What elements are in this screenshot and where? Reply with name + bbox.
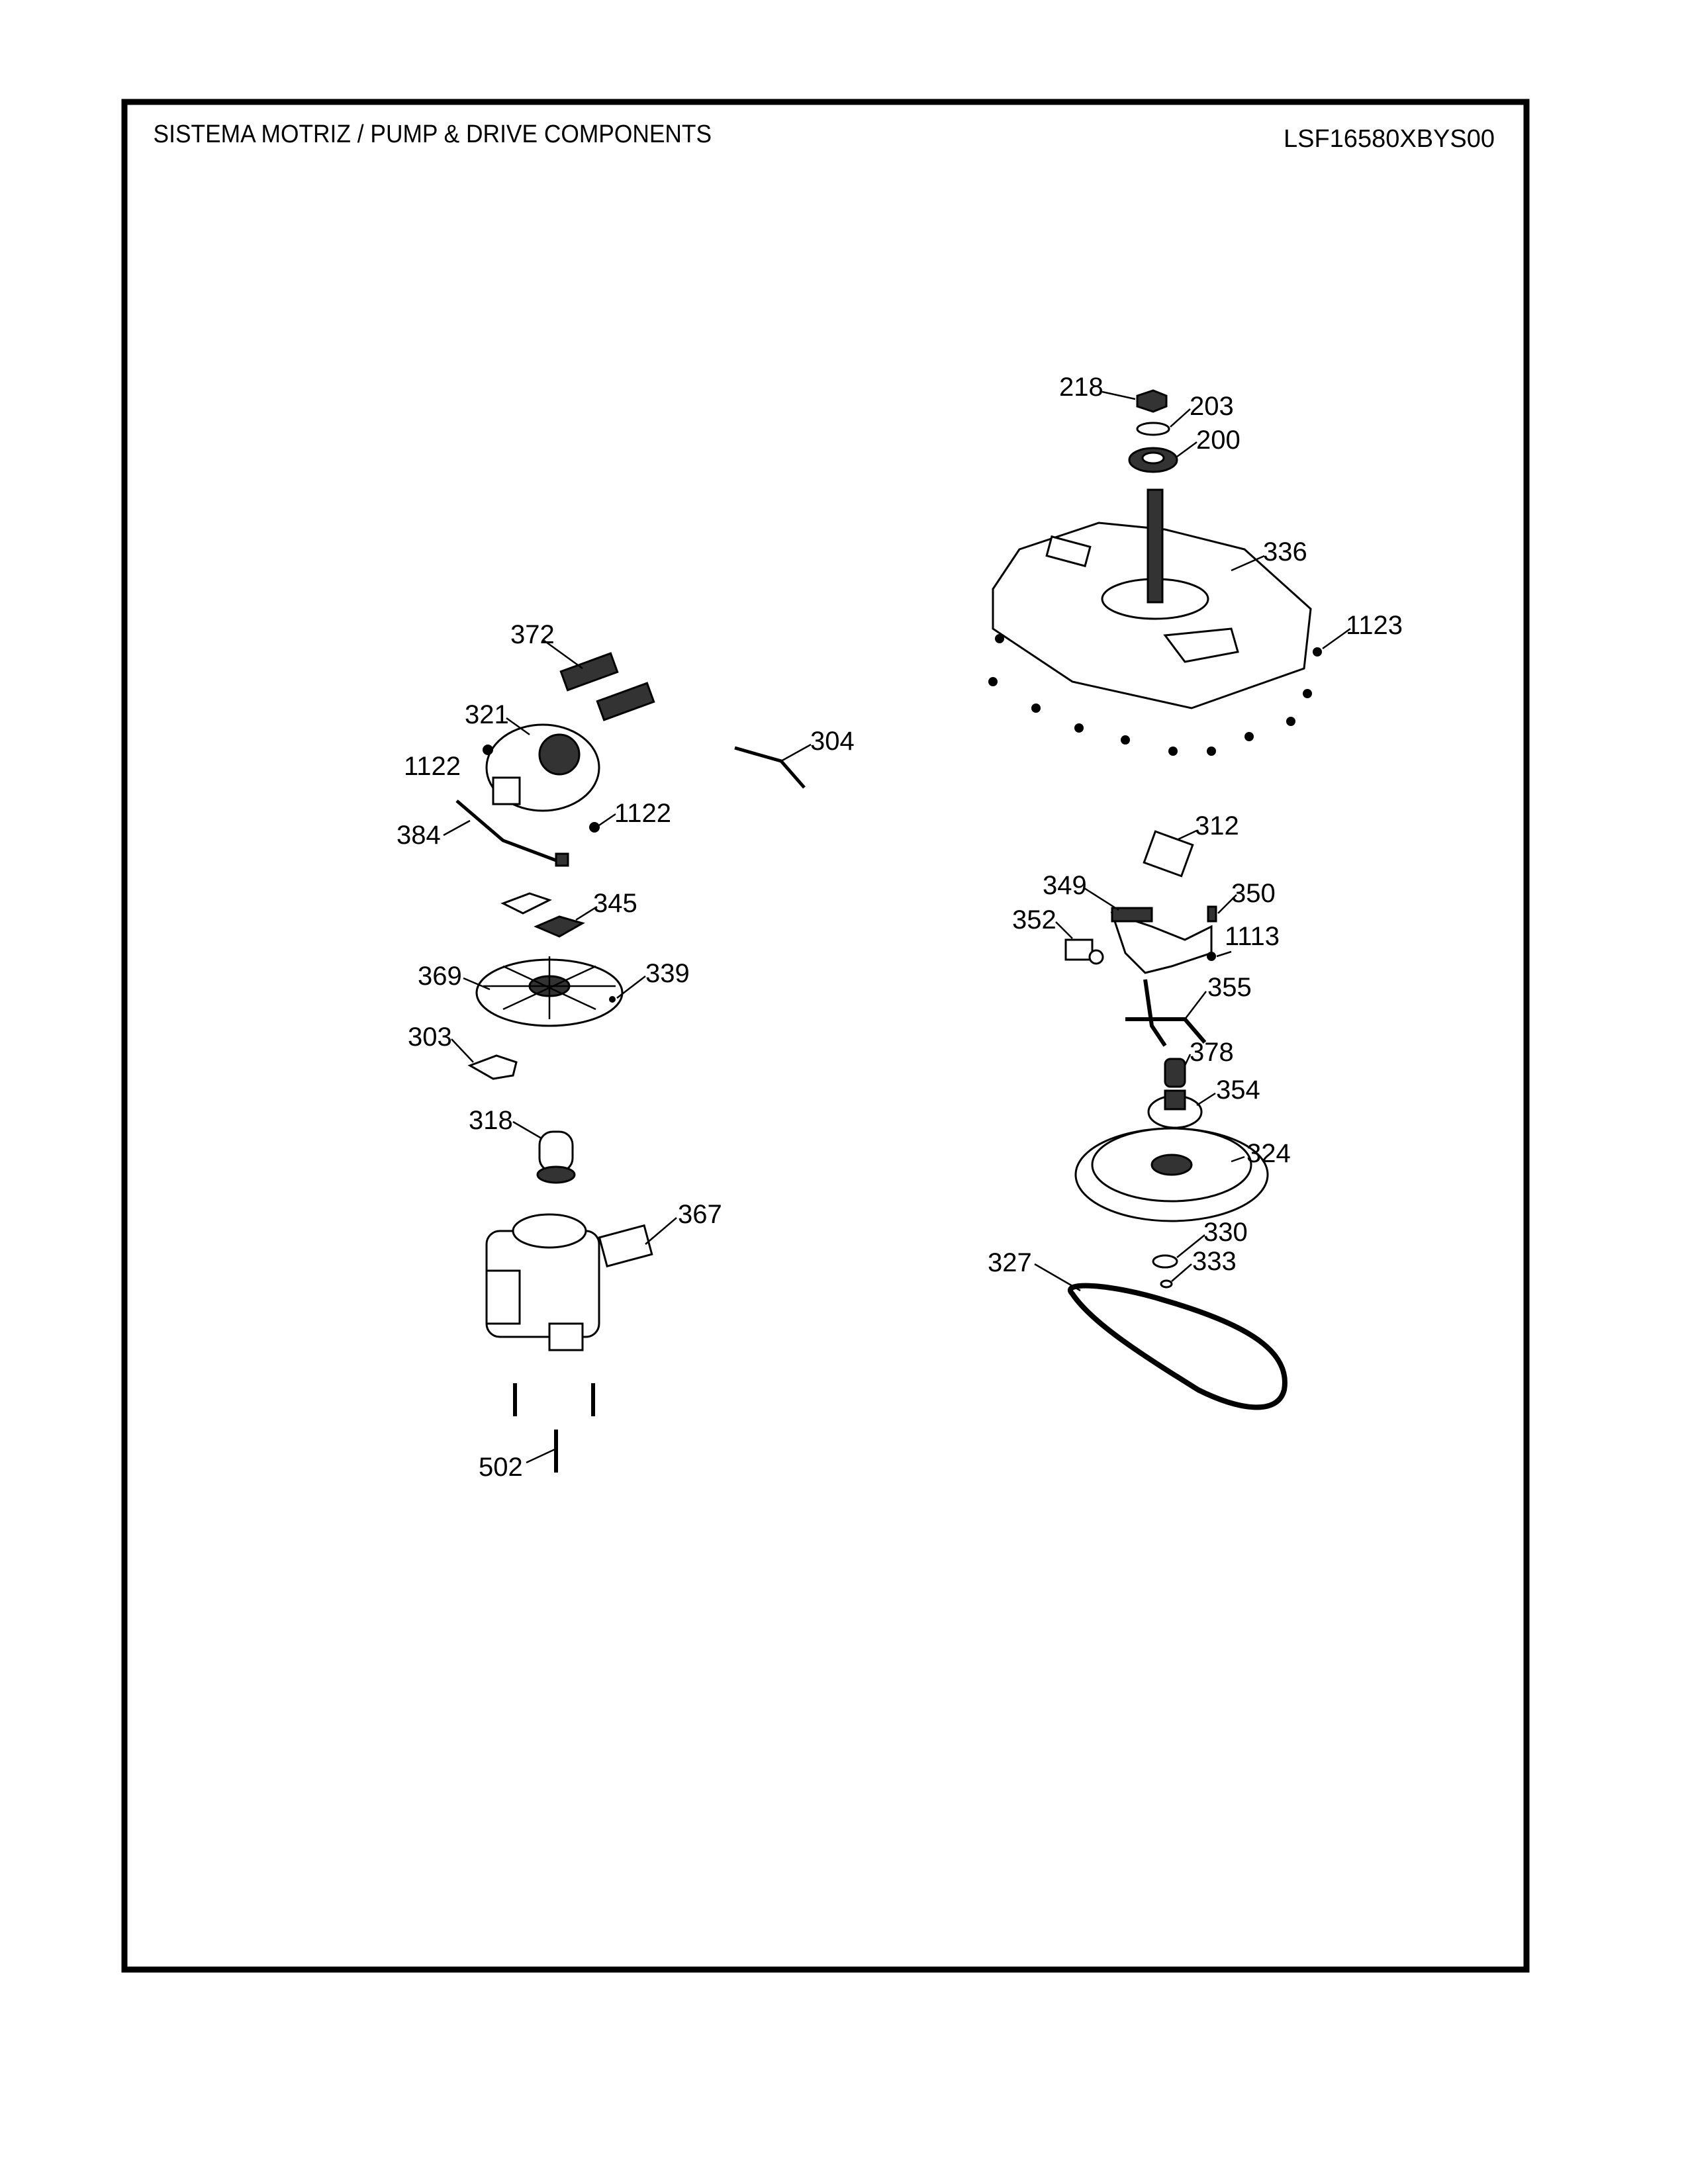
callout-336: 336 xyxy=(1263,537,1307,567)
drain-pump-367 xyxy=(485,1213,653,1351)
spring-378 xyxy=(1164,1058,1186,1088)
callout-303: 303 xyxy=(408,1023,452,1052)
motor-cover-372 xyxy=(559,652,655,721)
nut-218 xyxy=(1136,389,1168,413)
ring-333 xyxy=(1160,1279,1173,1289)
callout-333: 333 xyxy=(1192,1247,1237,1276)
model-number: LSF16580XBYS00 xyxy=(1284,125,1495,153)
callout-349: 349 xyxy=(1043,871,1087,900)
leader-lines xyxy=(443,390,1351,1464)
callout-218: 218 xyxy=(1059,373,1103,402)
shifter-assembly-349 xyxy=(1110,907,1213,974)
callout-369: 369 xyxy=(418,962,462,991)
screw-1122-top xyxy=(483,745,493,755)
callout-350: 350 xyxy=(1231,879,1276,908)
spring-350 xyxy=(1207,905,1217,923)
callout-330: 330 xyxy=(1203,1218,1248,1247)
callout-345: 345 xyxy=(593,889,637,918)
callout-labels: 218 203 200 336 1123 372 321 304 1122 11… xyxy=(397,373,1403,1482)
callout-502: 502 xyxy=(479,1453,523,1482)
callout-304: 304 xyxy=(810,727,855,756)
drive-belt-327 xyxy=(1068,1283,1288,1410)
callout-355: 355 xyxy=(1207,973,1252,1002)
bracket-303 xyxy=(467,1054,518,1080)
screws-502 xyxy=(513,1383,595,1473)
screws-1123 xyxy=(988,634,1322,756)
callout-327: 327 xyxy=(988,1248,1032,1277)
callout-354: 354 xyxy=(1216,1075,1260,1105)
callout-1123: 1123 xyxy=(1346,611,1403,640)
callout-203: 203 xyxy=(1190,392,1234,421)
pulley-gear-354 xyxy=(1147,1089,1203,1129)
clip-339 xyxy=(609,996,616,1003)
screw-1122-bottom xyxy=(589,822,600,833)
callout-339: 339 xyxy=(645,959,690,988)
callout-1122-top: 1122 xyxy=(404,752,461,781)
callout-384: 384 xyxy=(397,821,441,850)
callout-372: 372 xyxy=(510,620,555,649)
bearing-200 xyxy=(1128,447,1178,473)
diagram-title: SISTEMA MOTRIZ / PUMP & DRIVE COMPONENTS xyxy=(154,120,712,148)
shift-fork-355 xyxy=(1125,979,1207,1047)
capacitor-312 xyxy=(1143,830,1194,878)
callout-321: 321 xyxy=(465,700,509,729)
callout-1113: 1113 xyxy=(1225,922,1280,951)
pulley-324 xyxy=(1074,1127,1269,1222)
filter-318 xyxy=(536,1130,576,1184)
callout-367: 367 xyxy=(678,1200,722,1229)
callout-318: 318 xyxy=(469,1106,513,1135)
transmission-plate-336 xyxy=(992,488,1312,709)
pads-345 xyxy=(500,892,585,938)
callout-200: 200 xyxy=(1196,426,1241,455)
callout-378: 378 xyxy=(1190,1038,1234,1067)
callout-312: 312 xyxy=(1195,811,1239,841)
screw-1113 xyxy=(1207,952,1216,961)
callout-324: 324 xyxy=(1246,1139,1291,1168)
solenoid-352 xyxy=(1064,938,1104,965)
washer-330 xyxy=(1152,1254,1178,1269)
page-border xyxy=(121,99,1530,1973)
motor-321 xyxy=(485,723,600,812)
wire-harness-384 xyxy=(455,799,569,867)
fan-369 xyxy=(475,956,624,1027)
callout-352: 352 xyxy=(1012,905,1056,934)
washer-203 xyxy=(1136,422,1170,436)
callout-1122-bottom: 1122 xyxy=(614,799,671,828)
